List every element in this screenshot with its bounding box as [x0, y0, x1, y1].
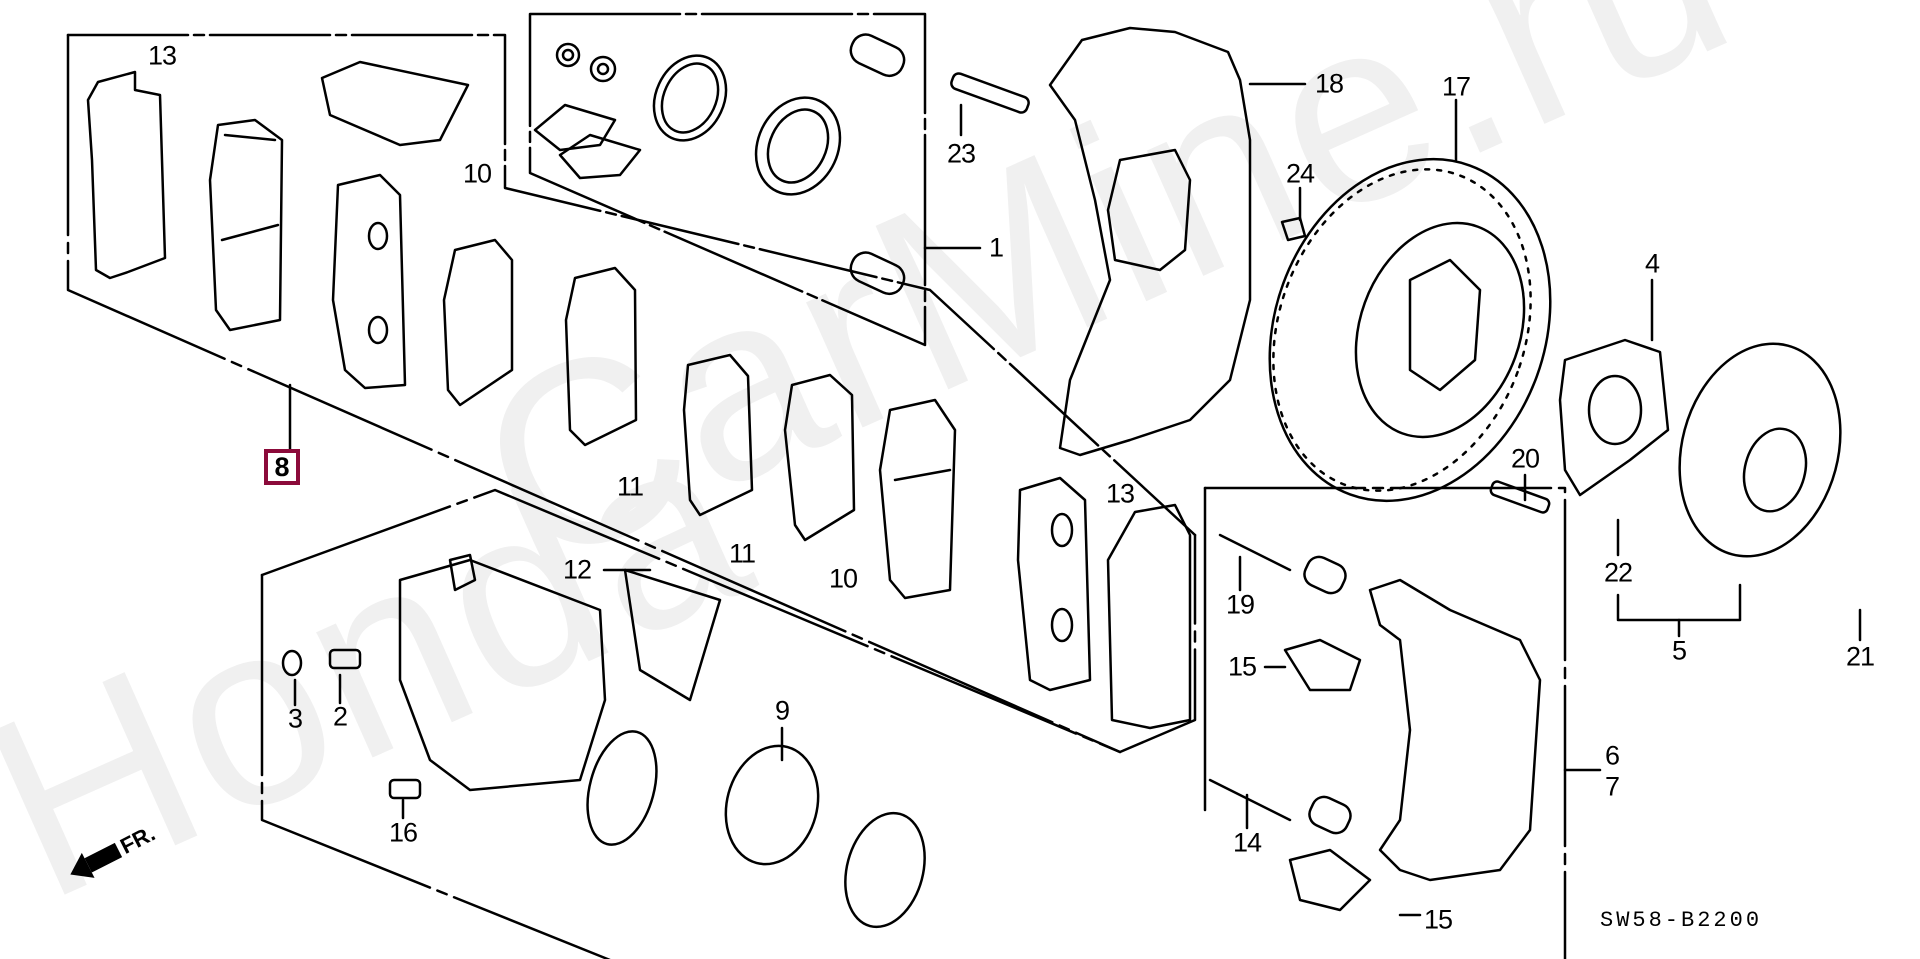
callout-1[interactable]: 1: [988, 232, 1004, 263]
dust-shield: [1048, 26, 1307, 457]
callout-15[interactable]: 15: [1423, 904, 1453, 935]
callout-3[interactable]: 3: [287, 703, 303, 734]
callout-14[interactable]: 14: [1232, 827, 1262, 858]
callout-2[interactable]: 2: [332, 701, 348, 732]
callout-17[interactable]: 17: [1441, 71, 1471, 102]
callout-16[interactable]: 16: [388, 817, 418, 848]
callout-22[interactable]: 22: [1603, 557, 1633, 588]
diagram-code: SW58-B2200: [1600, 908, 1763, 933]
callout-19[interactable]: 19: [1225, 589, 1255, 620]
callout-23[interactable]: 23: [946, 138, 976, 169]
callout-9[interactable]: 9: [774, 695, 790, 726]
seal-kit-group-outline: [528, 12, 982, 347]
callout-8-highlighted[interactable]: 8: [264, 449, 300, 485]
callout-4[interactable]: 4: [1644, 248, 1660, 279]
callout-12[interactable]: 12: [562, 554, 592, 585]
callout-10[interactable]: 10: [462, 158, 492, 189]
callout-11[interactable]: 11: [728, 538, 756, 569]
hub-assembly: [1523, 278, 1862, 642]
callout-11[interactable]: 11: [616, 471, 644, 502]
pad-shims: [86, 60, 1192, 730]
bolt-20: [1489, 480, 1551, 514]
callout-7[interactable]: 7: [1604, 771, 1620, 802]
callout-5[interactable]: 5: [1671, 635, 1687, 666]
caliper-group-outline: [260, 488, 1122, 959]
brake-rotor: [1268, 98, 1552, 503]
callout-24[interactable]: 24: [1285, 158, 1315, 189]
callout-15[interactable]: 15: [1227, 651, 1257, 682]
callout-18[interactable]: 18: [1314, 68, 1344, 99]
callout-6[interactable]: 6: [1604, 740, 1620, 771]
bracket-group-outline: [1203, 486, 1602, 959]
callout-13[interactable]: 13: [1105, 478, 1135, 509]
callout-21[interactable]: 21: [1845, 641, 1875, 672]
callout-13[interactable]: 13: [147, 40, 177, 71]
callout-20[interactable]: 20: [1510, 443, 1540, 474]
bolt-23: [950, 72, 1030, 137]
callout-10[interactable]: 10: [828, 563, 858, 594]
